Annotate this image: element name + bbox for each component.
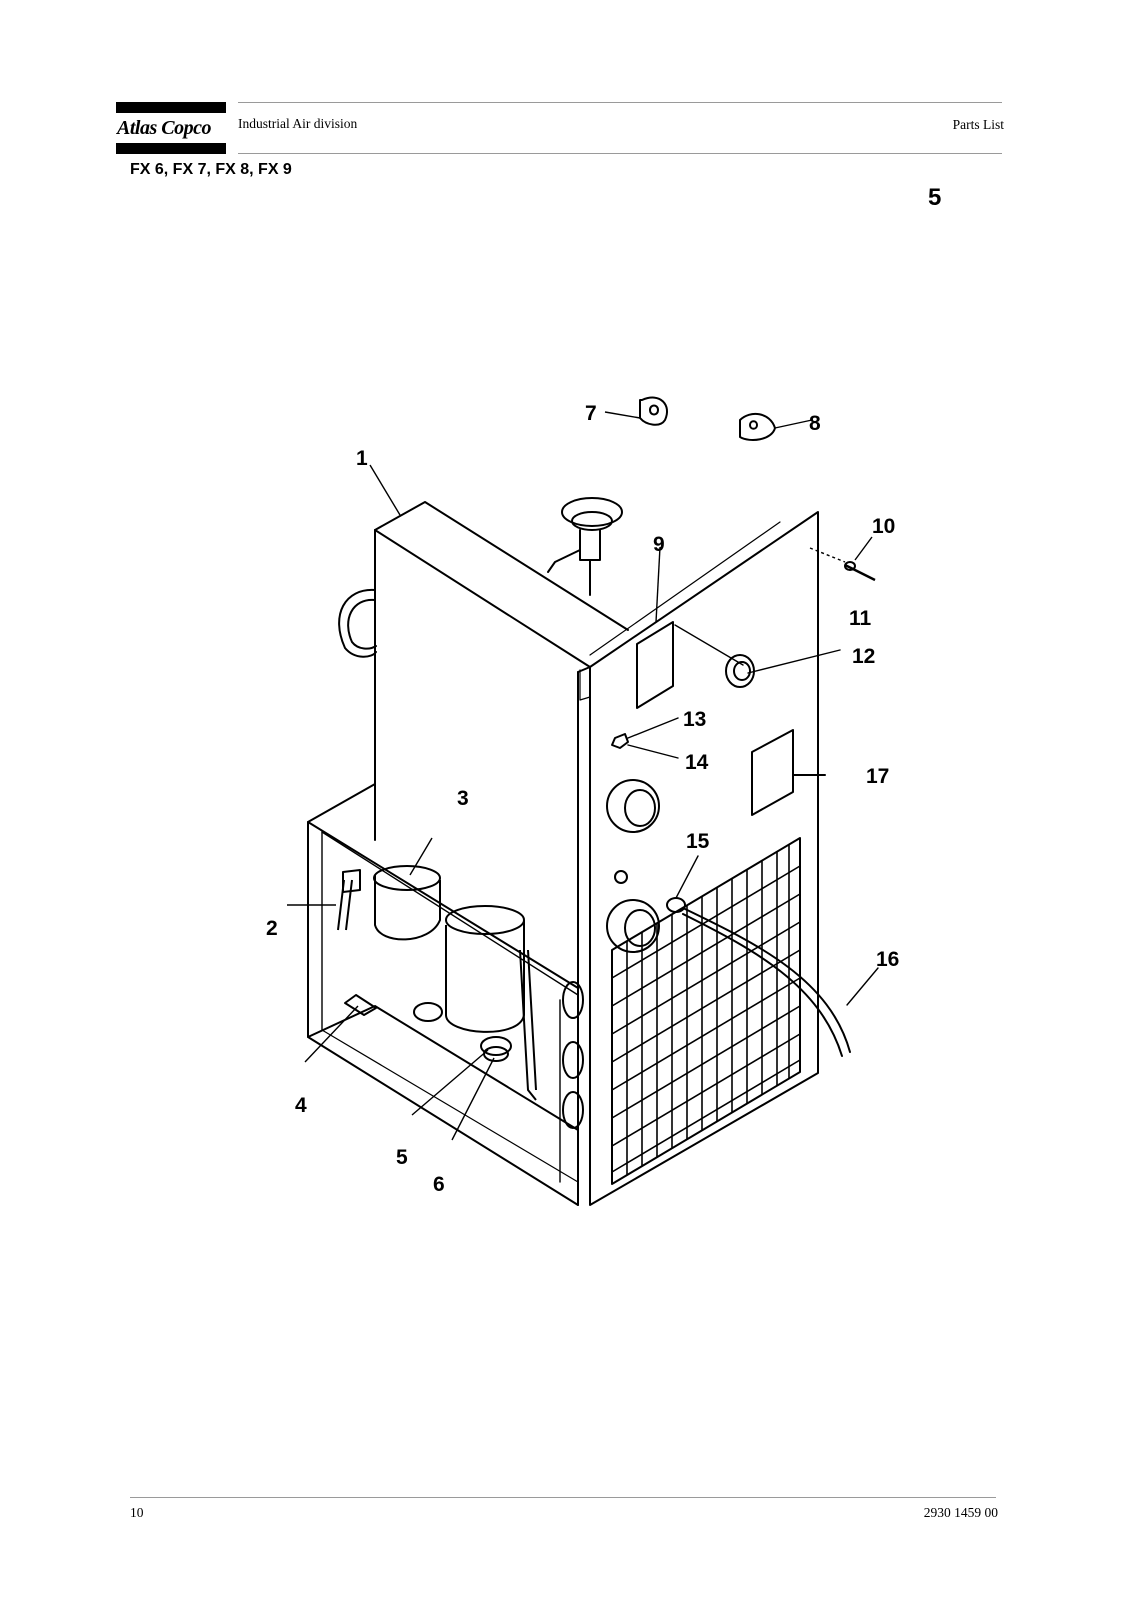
- document-type: Parts List: [952, 117, 1004, 132]
- page-number: 10: [130, 1505, 144, 1520]
- logo-bar-bottom: [116, 143, 226, 154]
- footer-rule: [130, 1497, 996, 1498]
- section-number: 5: [928, 184, 942, 211]
- callout-17: 17: [866, 765, 889, 788]
- atlas-copco-logo: Atlas Copco: [116, 102, 226, 154]
- logo-bar-top: [116, 102, 226, 113]
- callout-6: 6: [433, 1173, 445, 1196]
- header-rule-bottom: [238, 153, 1002, 154]
- callout-12: 12: [852, 645, 875, 668]
- callout-3: 3: [457, 787, 469, 810]
- division-name: Industrial Air division: [238, 116, 358, 131]
- logo-wordmark: Atlas Copco: [117, 117, 211, 139]
- callout-7: 7: [585, 402, 597, 425]
- callout-16: 16: [876, 948, 899, 971]
- callout-9: 9: [653, 533, 665, 556]
- callout-11: 11: [849, 607, 872, 630]
- callout-10: 10: [872, 515, 895, 538]
- callout-13: 13: [683, 708, 706, 731]
- callout-5: 5: [396, 1146, 408, 1169]
- callout-14: 14: [685, 751, 709, 774]
- callout-15: 15: [686, 830, 710, 853]
- callout-2: 2: [266, 917, 278, 940]
- header-rule-top: [238, 102, 1002, 103]
- callout-8: 8: [809, 412, 821, 435]
- model-title: FX 6, FX 7, FX 8, FX 9: [130, 161, 292, 178]
- callout-4: 4: [295, 1094, 307, 1117]
- callout-1: 1: [356, 447, 368, 470]
- document-number: 2930 1459 00: [923, 1505, 998, 1520]
